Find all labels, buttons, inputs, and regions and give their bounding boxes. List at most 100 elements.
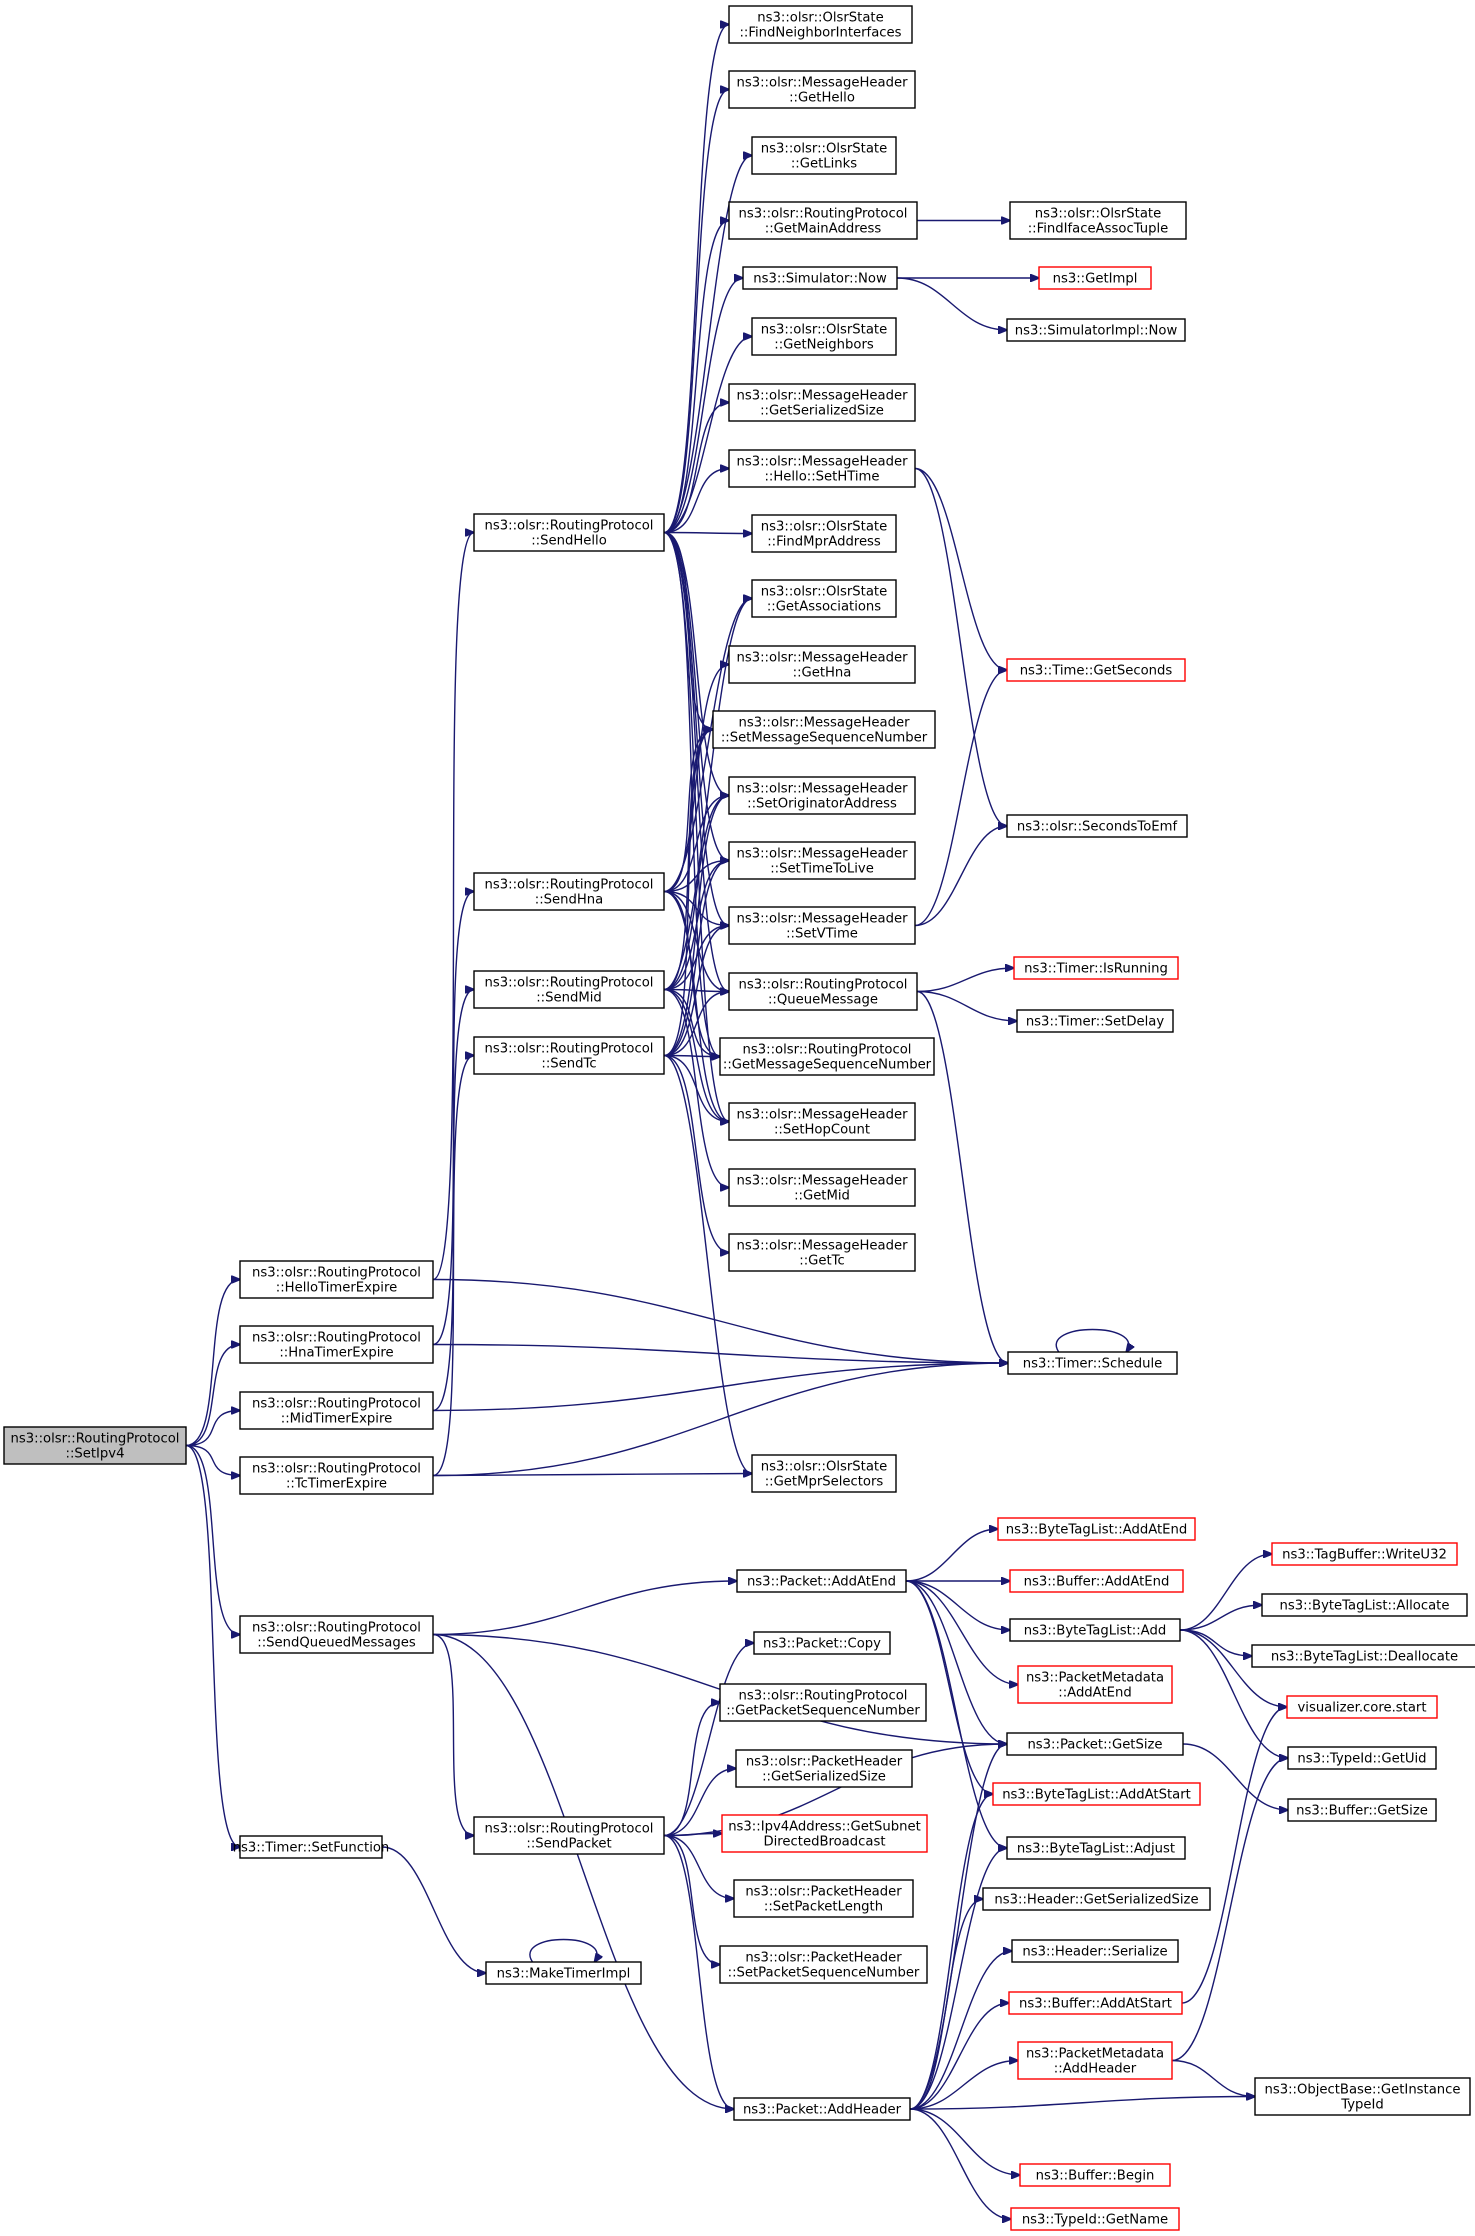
node-setipv4[interactable]: ns3::olsr::RoutingProtocol::SetIpv4 — [3, 1426, 187, 1465]
node-buf_getsize[interactable]: ns3::Buffer::GetSize — [1287, 1798, 1437, 1822]
node-gethna[interactable]: ns3::olsr::MessageHeader::GetHna — [728, 645, 916, 684]
node-setdelay[interactable]: ns3::Timer::SetDelay — [1016, 1009, 1174, 1033]
node-label-line: ns3::olsr::MessageHeader — [737, 76, 909, 91]
node-setpktseq[interactable]: ns3::olsr::PacketHeader::SetPacketSequen… — [719, 1945, 928, 1984]
node-getpktseq[interactable]: ns3::olsr::RoutingProtocol::GetPacketSeq… — [719, 1683, 927, 1722]
node-hnatimer[interactable]: ns3::olsr::RoutingProtocol::HnaTimerExpi… — [239, 1325, 434, 1364]
node-setorigaddr[interactable]: ns3::olsr::MessageHeader::SetOriginatorA… — [728, 776, 916, 815]
edge — [663, 1834, 720, 1965]
node-buf_begin[interactable]: ns3::Buffer::Begin — [1019, 2163, 1171, 2187]
node-queuemsg[interactable]: ns3::olsr::RoutingProtocol::QueueMessage — [728, 972, 918, 1011]
call-edge — [432, 533, 474, 1281]
node-pkt_getsize[interactable]: ns3::Packet::GetSize — [1006, 1732, 1184, 1756]
node-getmsgseq[interactable]: ns3::olsr::RoutingProtocol::GetMessageSe… — [719, 1037, 935, 1076]
node-ipv4subnet[interactable]: ns3::Ipv4Address::GetSubnetDirectedBroad… — [721, 1814, 928, 1853]
node-getlinks[interactable]: ns3::olsr::OlsrState::GetLinks — [751, 136, 897, 175]
node-hellotimer[interactable]: ns3::olsr::RoutingProtocol::HelloTimerEx… — [239, 1260, 434, 1299]
node-box — [239, 1456, 434, 1495]
call-edge — [663, 988, 720, 1057]
node-label-line: ::SendHna — [535, 893, 603, 908]
node-isrunning[interactable]: ns3::Timer::IsRunning — [1013, 956, 1179, 980]
node-label-line: ::HelloTimerExpire — [276, 1281, 397, 1296]
node-gethello[interactable]: ns3::olsr::MessageHeader::GetHello — [728, 70, 916, 109]
node-btl_addatstart[interactable]: ns3::ByteTagList::AddAtStart — [992, 1782, 1201, 1806]
node-btl_allocate[interactable]: ns3::ByteTagList::Allocate — [1261, 1593, 1468, 1617]
node-getimpl[interactable]: ns3::GetImpl — [1038, 266, 1152, 290]
node-sendmid[interactable]: ns3::olsr::RoutingProtocol::SendMid — [473, 970, 665, 1009]
edge — [663, 730, 713, 893]
edge — [663, 469, 729, 534]
node-findneighborifaces[interactable]: ns3::olsr::OlsrState::FindNeighborInterf… — [728, 5, 913, 44]
node-getneighbors[interactable]: ns3::olsr::OlsrState::GetNeighbors — [751, 317, 897, 356]
edge — [1179, 1554, 1272, 1631]
call-edge — [432, 1343, 1008, 1364]
node-label-line: ns3::ByteTagList::Deallocate — [1271, 1650, 1458, 1665]
node-maketimerimpl[interactable]: ns3::MakeTimerImpl — [485, 1961, 642, 1985]
node-btl_dealloc[interactable]: ns3::ByteTagList::Deallocate — [1251, 1644, 1475, 1668]
node-viz_start[interactable]: visualizer.core.start — [1286, 1695, 1438, 1719]
node-label-line: ns3::PacketMetadata — [1026, 2047, 1164, 2062]
node-sendqueued[interactable]: ns3::olsr::RoutingProtocol::SendQueuedMe… — [239, 1615, 434, 1654]
node-typeid_getuid[interactable]: ns3::TypeId::GetUid — [1287, 1746, 1437, 1770]
call-edge — [914, 670, 1007, 927]
node-pm_addheader[interactable]: ns3::PacketMetadata::AddHeader — [1017, 2041, 1173, 2080]
call-edge — [663, 1054, 752, 1474]
node-sendtc[interactable]: ns3::olsr::RoutingProtocol::SendTc — [473, 1036, 665, 1075]
node-gettc[interactable]: ns3::olsr::MessageHeader::GetTc — [728, 1233, 916, 1272]
node-label-line: ns3::Header::Serialize — [1022, 1945, 1167, 1960]
node-sendpacket[interactable]: ns3::olsr::RoutingProtocol::SendPacket — [473, 1816, 665, 1855]
node-pm_addatend[interactable]: ns3::PacketMetadata::AddAtEnd — [1017, 1665, 1173, 1704]
node-label-line: ns3::olsr::MessageHeader — [737, 651, 909, 666]
node-label-line: ::SendTc — [541, 1057, 596, 1072]
node-btl_add[interactable]: ns3::ByteTagList::Add — [1009, 1618, 1181, 1642]
node-buf_addatstart[interactable]: ns3::Buffer::AddAtStart — [1008, 1991, 1183, 2015]
node-tagbuf_write[interactable]: ns3::TagBuffer::WriteU32 — [1271, 1542, 1458, 1566]
node-box — [1038, 266, 1152, 290]
node-getmprsel[interactable]: ns3::olsr::OlsrState::GetMprSelectors — [751, 1454, 897, 1493]
node-label-line: ns3::Packet::Copy — [763, 1637, 881, 1652]
call-edge — [663, 469, 729, 534]
node-sendhello[interactable]: ns3::olsr::RoutingProtocol::SendHello — [473, 513, 665, 552]
node-sendhna[interactable]: ns3::olsr::RoutingProtocol::SendHna — [473, 872, 665, 911]
node-simimplnow[interactable]: ns3::SimulatorImpl::Now — [1006, 318, 1186, 342]
node-setpktlen[interactable]: ns3::olsr::PacketHeader::SetPacketLength — [733, 1879, 914, 1918]
node-addatend[interactable]: ns3::Packet::AddAtEnd — [736, 1569, 907, 1593]
node-getserialsize_mh[interactable]: ns3::olsr::MessageHeader::GetSerializedS… — [728, 383, 916, 422]
edge — [1171, 2059, 1255, 2097]
edge — [432, 1343, 1008, 1364]
node-sethtime[interactable]: ns3::olsr::MessageHeader::Hello::SetHTim… — [728, 449, 916, 488]
call-edge — [909, 2061, 1018, 2110]
node-findmpraddr[interactable]: ns3::olsr::OlsrState::FindMprAddress — [751, 514, 897, 553]
node-setfunction[interactable]: ns3::Timer::SetFunction — [233, 1835, 390, 1859]
node-setmsgseq[interactable]: ns3::olsr::MessageHeader::SetMessageSequ… — [712, 710, 936, 749]
node-simnow[interactable]: ns3::Simulator::Now — [742, 266, 898, 290]
node-buf_addatend[interactable]: ns3::Buffer::AddAtEnd — [1009, 1569, 1184, 1593]
node-setttl[interactable]: ns3::olsr::MessageHeader::SetTimeToLive — [728, 841, 916, 880]
node-btl_addatend[interactable]: ns3::ByteTagList::AddAtEnd — [997, 1517, 1196, 1541]
node-secondstoemf[interactable]: ns3::olsr::SecondsToEmf — [1006, 814, 1188, 838]
node-tctimer[interactable]: ns3::olsr::RoutingProtocol::TcTimerExpir… — [239, 1456, 434, 1495]
node-getmid[interactable]: ns3::olsr::MessageHeader::GetMid — [728, 1168, 916, 1207]
node-sethopcount[interactable]: ns3::olsr::MessageHeader::SetHopCount — [728, 1102, 916, 1141]
node-getserialsize_ph[interactable]: ns3::olsr::PacketHeader::GetSerializedSi… — [735, 1749, 913, 1788]
node-pktcopy[interactable]: ns3::Packet::Copy — [753, 1631, 891, 1655]
node-midtimer[interactable]: ns3::olsr::RoutingProtocol::MidTimerExpi… — [239, 1391, 434, 1430]
node-box — [751, 1454, 897, 1493]
node-label-line: ns3::olsr::MessageHeader — [739, 716, 911, 731]
node-box — [728, 5, 913, 44]
node-getmainaddr[interactable]: ns3::olsr::RoutingProtocol::GetMainAddre… — [728, 201, 918, 240]
node-btl_adjust[interactable]: ns3::ByteTagList::Adjust — [1006, 1836, 1186, 1860]
node-hdr_serialize[interactable]: ns3::Header::Serialize — [1011, 1939, 1179, 1963]
node-label-line: ns3::SimulatorImpl::Now — [1015, 324, 1178, 339]
edge — [914, 826, 1007, 927]
edge — [185, 1411, 240, 1447]
node-typeid_getname[interactable]: ns3::TypeId::GetName — [1010, 2207, 1180, 2231]
node-addheader[interactable]: ns3::Packet::AddHeader — [733, 2097, 911, 2121]
node-getassoc[interactable]: ns3::olsr::OlsrState::GetAssociations — [751, 579, 897, 618]
node-hdr_getserial[interactable]: ns3::Header::GetSerializedSize — [982, 1887, 1211, 1911]
node-setvtime[interactable]: ns3::olsr::MessageHeader::SetVTime — [728, 906, 916, 945]
node-schedule[interactable]: ns3::Timer::Schedule — [1007, 1351, 1178, 1375]
node-findiface[interactable]: ns3::olsr::OlsrState::FindIfaceAssocTupl… — [1009, 201, 1187, 240]
node-getseconds[interactable]: ns3::Time::GetSeconds — [1006, 658, 1186, 682]
